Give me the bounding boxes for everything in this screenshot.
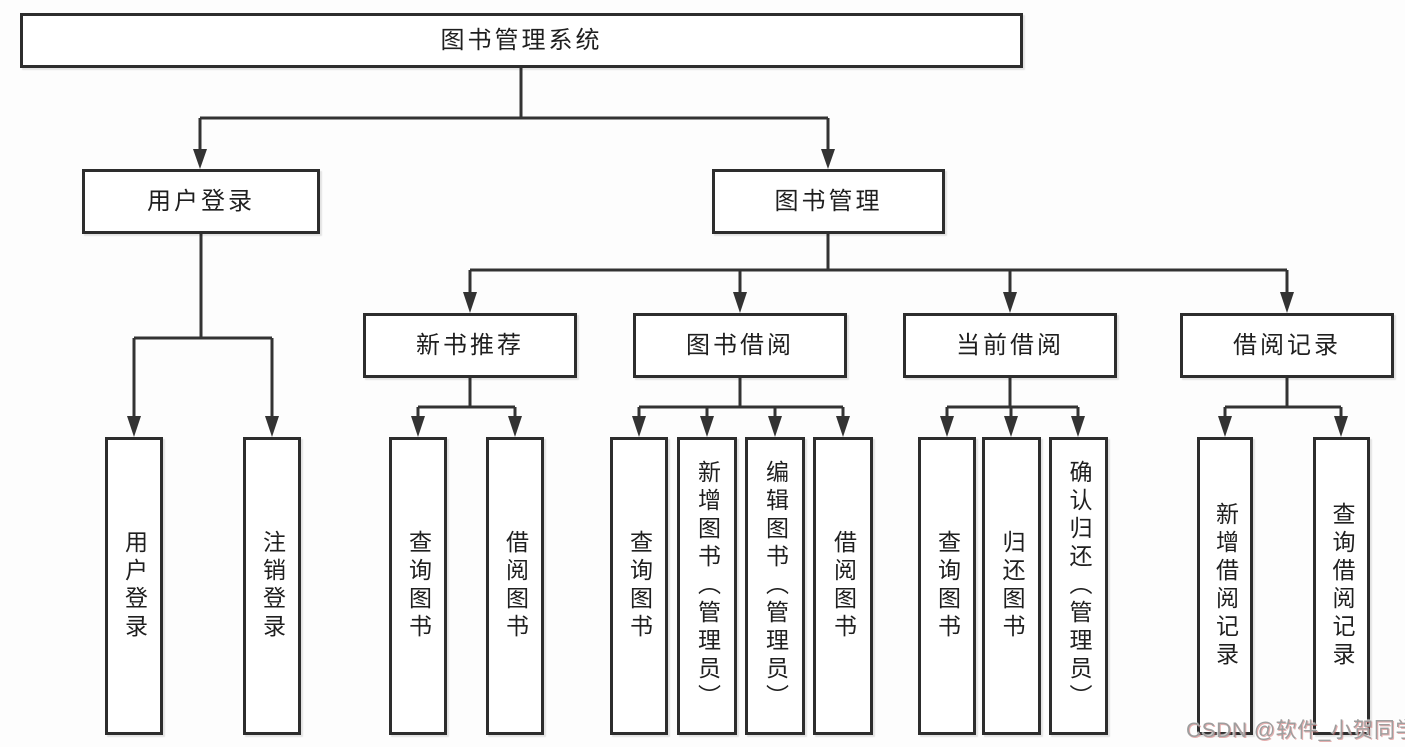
leaf-return-book: 归还图书 [982,437,1041,735]
node-new-book-recommend: 新书推荐 [363,313,577,378]
leaf-add-borrow-record: 新增借阅记录 [1197,437,1253,735]
leaf-edit-book-admin: 编辑图书（管理员） [745,437,805,735]
leaf-borrow-book-recommend: 借阅图书 [486,437,544,735]
leaf-confirm-return-admin: 确认归还（管理员） [1049,437,1108,735]
node-library-management-system: 图书管理系统 [20,13,1023,68]
node-user-login: 用户登录 [82,169,320,234]
leaf-query-book-recommend: 查询图书 [389,437,447,735]
edge-book-borrow-branch [632,378,850,437]
leaf-query-book-current: 查询图书 [918,437,976,735]
csdn-watermark: CSDN @软件_小贺同学 [1186,719,1405,742]
leaf-query-book-borrow: 查询图书 [610,437,668,735]
leaf-logout: 注销登录 [243,437,301,735]
node-book-borrow: 图书借阅 [633,313,847,378]
edge-current-borrow-branch [940,378,1085,437]
leaf-borrow-book: 借阅图书 [813,437,873,735]
edge-borrow-records-branch [1218,378,1348,437]
edge-user-login-branch [127,233,279,437]
edge-root-to-level2 [193,68,835,169]
node-current-borrow: 当前借阅 [903,313,1117,378]
node-borrow-records: 借阅记录 [1180,313,1394,378]
edge-new-book-branch [411,378,522,437]
leaf-query-borrow-record: 查询借阅记录 [1313,437,1370,735]
leaf-add-book-admin: 新增图书（管理员） [677,437,737,735]
leaf-user-login: 用户登录 [105,437,163,735]
edge-book-management-branch [463,233,1294,313]
node-book-management: 图书管理 [712,169,945,234]
